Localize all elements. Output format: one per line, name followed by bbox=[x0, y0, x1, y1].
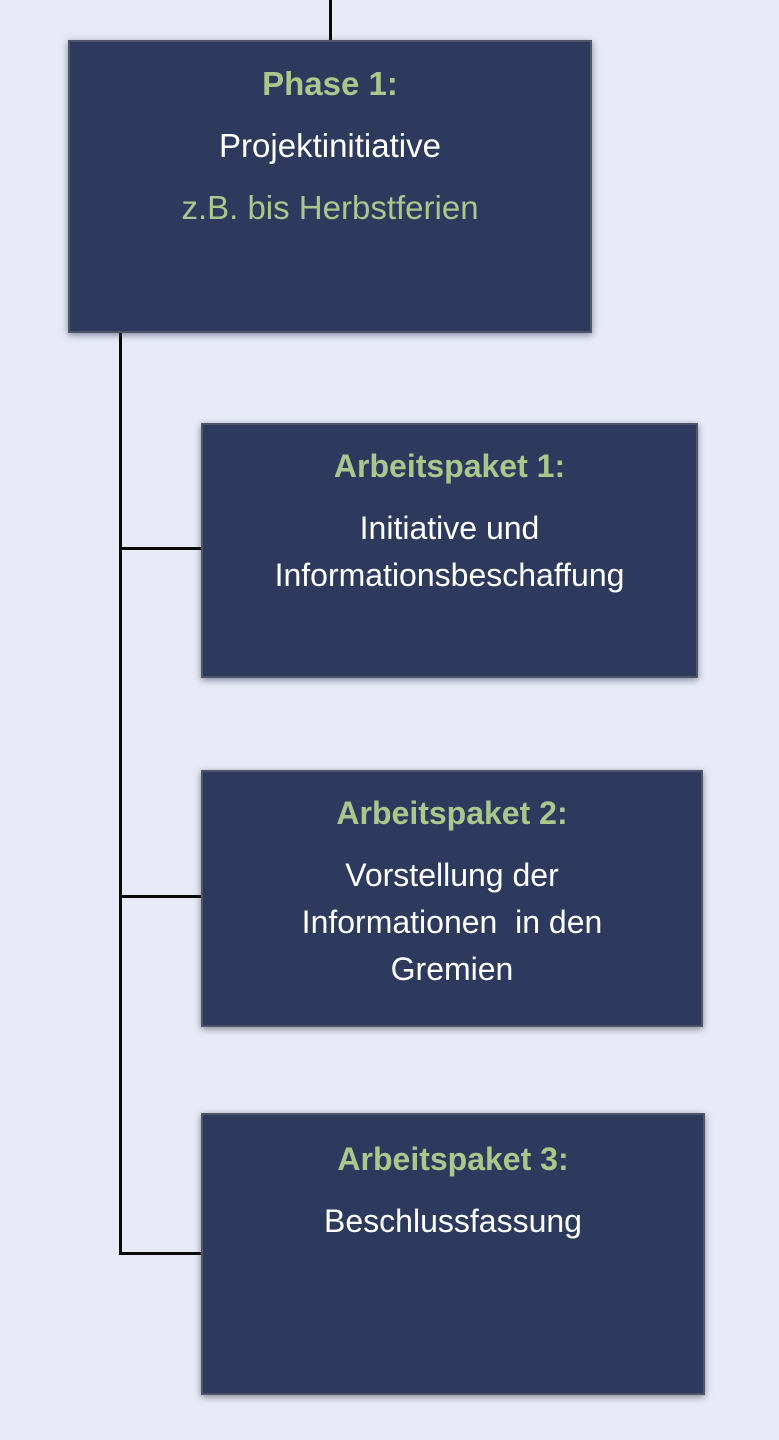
package-body: Beschlussfassung bbox=[324, 1203, 582, 1239]
phase-1-box: Phase 1: Projektinitiative z.B. bis Herb… bbox=[68, 40, 592, 333]
package-body: Vorstellung der Informationen in den Gre… bbox=[301, 857, 603, 987]
package-title: Arbeitspaket 3: bbox=[337, 1141, 569, 1177]
phase-subtitle: Projektinitiative bbox=[219, 127, 441, 164]
connector-trunk-vertical bbox=[119, 333, 122, 1255]
package-title: Arbeitspaket 1: bbox=[333, 448, 566, 484]
connector-branch-package-2 bbox=[119, 895, 202, 898]
arbeitspaket-2-box: Arbeitspaket 2: Vorstellung der Informat… bbox=[201, 770, 703, 1027]
package-body: Initiative und Informationsbeschaffung bbox=[274, 510, 625, 593]
phase-title: Phase 1: bbox=[262, 65, 398, 102]
phase-note: z.B. bis Herbstferien bbox=[181, 189, 479, 226]
connector-branch-package-3 bbox=[119, 1252, 202, 1255]
connector-top-vertical bbox=[329, 0, 332, 42]
arbeitspaket-3-box: Arbeitspaket 3: Beschlussfassung bbox=[201, 1113, 705, 1395]
arbeitspaket-1-box: Arbeitspaket 1: Initiative und Informati… bbox=[201, 423, 698, 678]
connector-branch-package-1 bbox=[119, 547, 202, 550]
package-title: Arbeitspaket 2: bbox=[336, 795, 568, 831]
